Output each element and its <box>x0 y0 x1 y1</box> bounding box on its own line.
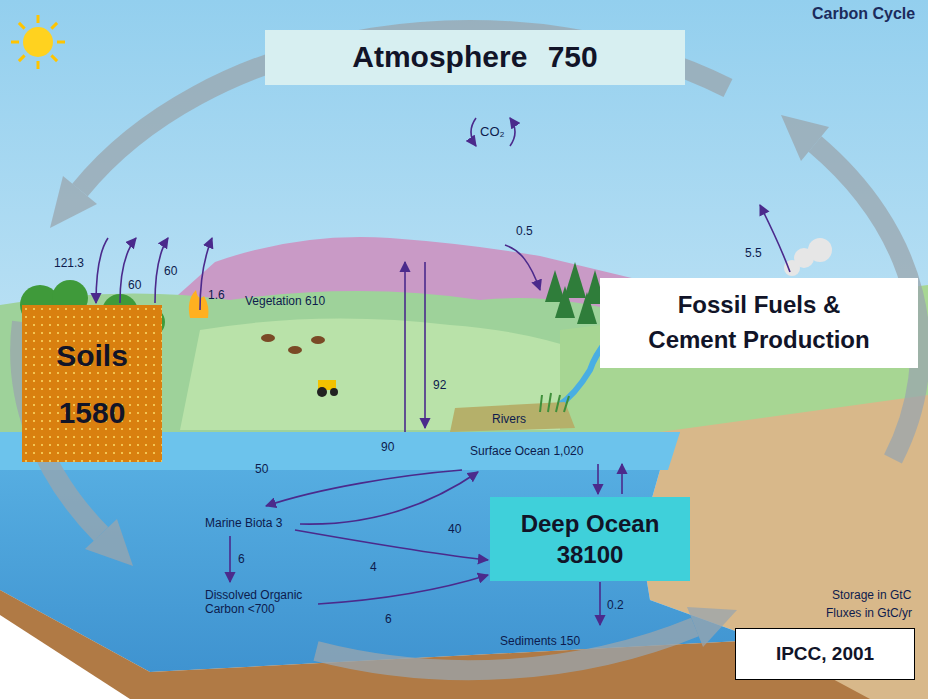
soils-box: Soils 1580 <box>22 305 162 462</box>
reed <box>564 396 569 412</box>
flux-arrow <box>424 262 426 428</box>
node-text: IPCC, 2001 <box>776 643 874 666</box>
tractor-wheel <box>317 387 327 397</box>
cattle <box>261 334 325 354</box>
flux-value: 6 <box>238 552 245 566</box>
deep-ocean-box: Deep Ocean 38100 <box>490 497 690 581</box>
sun-rays <box>11 15 65 69</box>
page-ground <box>0 615 130 699</box>
flux-value: 121.3 <box>54 256 84 270</box>
sun-disc <box>23 27 53 57</box>
co2-arrow <box>471 118 476 146</box>
ocean <box>0 432 760 672</box>
cow <box>288 346 302 354</box>
tractor <box>317 380 338 397</box>
flux-arrow <box>597 464 599 494</box>
smoke-puff <box>808 238 832 262</box>
cycle-head <box>781 115 829 161</box>
sun-ray <box>37 15 40 23</box>
river-delta <box>450 402 575 432</box>
flux-arrow <box>760 205 790 272</box>
gas-label: CO₂ <box>480 124 505 140</box>
cow <box>261 334 275 342</box>
atmosphere-box: Atmosphere 750 <box>265 30 685 85</box>
flux-value: 50 <box>255 462 268 476</box>
co2-arrow <box>510 118 515 146</box>
reed <box>540 395 542 412</box>
units-note: Storage in GtC <box>832 588 911 602</box>
flux-arrow <box>599 582 601 625</box>
place-label: Rivers <box>492 412 526 426</box>
flux-value: 4 <box>370 560 377 574</box>
forest <box>545 262 605 324</box>
flux-value: 92 <box>433 378 446 392</box>
units-note: Fluxes in GtC/yr <box>826 606 912 620</box>
sun <box>11 15 65 69</box>
flux-arrow <box>318 575 488 604</box>
cycle-head <box>85 519 133 566</box>
fire <box>189 290 209 318</box>
flux-value: 60 <box>164 264 177 278</box>
flux-arrow <box>266 470 462 506</box>
pool-label: Vegetation 610 <box>245 294 325 308</box>
flux-value: 40 <box>448 522 461 536</box>
source-box: IPCC, 2001 <box>735 628 915 680</box>
cycle-arc <box>80 30 728 190</box>
node-text: Soils 1580 <box>37 327 147 441</box>
sun-ray <box>37 61 40 69</box>
flux-value: 6 <box>385 612 392 626</box>
reed <box>548 393 551 412</box>
cycle-arc <box>316 627 695 670</box>
pool-label: Dissolved Organic Carbon <700 <box>205 588 315 616</box>
node-text: Atmosphere 750 <box>352 40 597 75</box>
tree <box>555 286 575 318</box>
flux-value: 60 <box>128 278 141 292</box>
cow <box>311 336 325 344</box>
flux-value: 0.2 <box>607 598 624 612</box>
reed <box>556 395 560 412</box>
fossil-fuel-box: Fossil Fuels & Cement Production <box>600 278 918 368</box>
flux-arrow <box>404 262 406 432</box>
sun-ray <box>11 41 19 44</box>
pool-label: Sediments 150 <box>500 634 580 648</box>
cycle-head <box>50 176 97 228</box>
sun-ray <box>51 23 57 29</box>
flux-arrow <box>300 472 478 524</box>
flux-value: 5.5 <box>745 246 762 260</box>
tree <box>577 292 597 324</box>
flux-value: 1.6 <box>208 288 225 302</box>
flux-value: 0.5 <box>516 224 533 238</box>
flux-arrows <box>96 118 790 625</box>
tractor-wheel <box>330 388 338 396</box>
node-text: Fossil Fuels & Cement Production <box>639 288 879 358</box>
sun-ray <box>19 55 25 61</box>
reeds <box>540 393 569 412</box>
sun-ray <box>57 41 65 44</box>
flux-value: 90 <box>381 440 394 454</box>
flux-arrow <box>621 464 623 494</box>
pool-label: Marine Biota 3 <box>205 516 282 530</box>
diagram-title: Carbon Cycle <box>812 4 915 24</box>
flux-arrow <box>229 536 231 582</box>
smoke <box>784 238 832 276</box>
cycle-heads <box>50 115 829 647</box>
tree <box>564 262 586 298</box>
cycle-ring <box>20 30 920 670</box>
sun-ray <box>19 23 25 29</box>
cycle-head <box>687 607 737 647</box>
sun-ray <box>51 55 57 61</box>
flux-arrow <box>96 238 108 303</box>
node-text: Deep Ocean 38100 <box>505 508 675 570</box>
pool-label: Surface Ocean 1,020 <box>470 444 583 458</box>
flux-arrow <box>120 238 136 303</box>
flux-arrow <box>505 245 540 290</box>
